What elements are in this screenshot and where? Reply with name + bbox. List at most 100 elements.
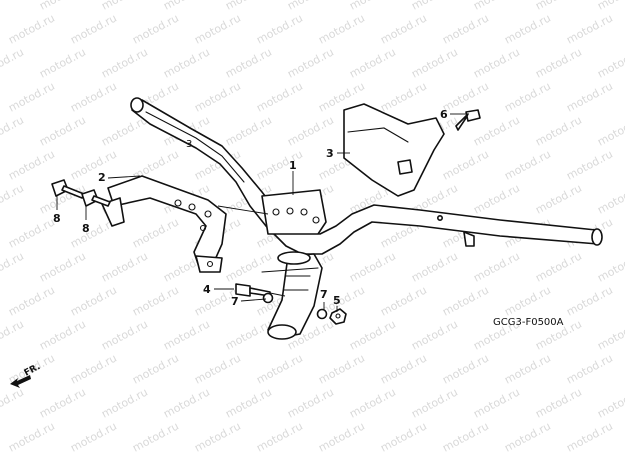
watermark-text: motod.ru (502, 283, 553, 318)
watermark-text: motod.ru (192, 11, 243, 46)
callout-1: 1 (289, 159, 297, 172)
watermark-text: motod.ru (502, 351, 553, 386)
bolt-6 (455, 109, 481, 131)
watermark-text: motod.ru (564, 11, 615, 46)
watermark-text: motod.ru (347, 0, 398, 13)
watermark-text: motod.ru (440, 283, 491, 318)
watermark-text: motod.ru (595, 181, 625, 216)
watermark-text: motod.ru (409, 0, 460, 13)
watermark-text: motod.ru (502, 79, 553, 114)
handlebar-pipe: 3 (130, 97, 603, 255)
callout-8: 8 (82, 222, 90, 235)
watermark-text: motod.ru (285, 113, 336, 148)
watermark-text: motod.ru (161, 317, 212, 352)
watermark-text: motod.ru (440, 419, 491, 454)
watermark-text: motod.ru (130, 215, 181, 250)
watermark-text: motod.ru (378, 351, 429, 386)
watermark-text: motod.ru (595, 317, 625, 352)
watermark-text: motod.ru (37, 45, 88, 80)
diagram-code: GCG3-F0500A (493, 317, 564, 328)
watermark-text: motod.ru (0, 113, 26, 148)
watermark-text: motod.ru (6, 147, 57, 182)
watermark-text: motod.ru (223, 0, 274, 13)
watermark-text: motod.ru (378, 79, 429, 114)
watermark-text: motod.ru (37, 317, 88, 352)
watermark-text: motod.ru (316, 419, 367, 454)
watermark-text: motod.ru (0, 45, 26, 80)
watermark-text: motod.ru (533, 385, 584, 420)
watermark-text: motod.ru (254, 419, 305, 454)
watermark-text: motod.ru (471, 45, 522, 80)
watermark-text: motod.ru (316, 11, 367, 46)
watermark-text: motod.ru (68, 283, 119, 318)
callout-5: 5 (333, 294, 341, 307)
watermark-text: motod.ru (347, 249, 398, 284)
callout-8: 8 (53, 212, 61, 225)
mount-bracket (101, 175, 269, 273)
watermark-text: motod.ru (595, 249, 625, 284)
callout-2: 2 (98, 171, 106, 184)
watermark-text: motod.ru (471, 249, 522, 284)
callout-7: 7 (231, 295, 239, 308)
watermark-text: motod.ru (192, 351, 243, 386)
clamp-bracket (261, 189, 327, 235)
watermark-text: motod.ru (192, 79, 243, 114)
watermark-text: motod.ru (533, 249, 584, 284)
callout-4: 4 (203, 283, 211, 296)
watermark-text: motod.ru (595, 0, 625, 13)
bolt-8b (81, 189, 111, 207)
watermark-text: motod.ru (347, 385, 398, 420)
watermark-text: motod.ru (564, 147, 615, 182)
watermark-text: motod.ru (0, 181, 26, 216)
watermark-text: motod.ru (6, 419, 57, 454)
watermark-text: motod.ru (316, 351, 367, 386)
watermark-text: motod.ru (564, 283, 615, 318)
watermark-text: motod.ru (68, 419, 119, 454)
watermark-text: motod.ru (99, 317, 150, 352)
callout-6: 6 (440, 108, 448, 121)
watermark-text: motod.ru (99, 249, 150, 284)
watermark-text: motod.ru (347, 317, 398, 352)
watermark-text: motod.ru (6, 215, 57, 250)
watermark-text: motod.ru (440, 147, 491, 182)
watermark-text: motod.ru (223, 113, 274, 148)
nut-5 (329, 308, 347, 325)
watermark-text: motod.ru (130, 419, 181, 454)
watermark-text: motod.ru (6, 11, 57, 46)
watermark-text: motod.ru (99, 0, 150, 13)
watermark-text: motod.ru (440, 351, 491, 386)
watermark-text: motod.ru (130, 11, 181, 46)
watermark-text: motod.ru (0, 385, 26, 420)
watermark-text: motod.ru (0, 317, 26, 352)
watermark-text: motod.ru (285, 0, 336, 13)
watermark-text: motod.ru (378, 11, 429, 46)
watermark-text: motod.ru (533, 113, 584, 148)
watermark-text: motod.ru (409, 317, 460, 352)
watermark-text: motod.ru (6, 79, 57, 114)
watermark-text: motod.ru (161, 0, 212, 13)
arrow-left-icon (10, 375, 31, 388)
watermark-text: motod.ru (254, 147, 305, 182)
watermark-text: motod.ru (378, 283, 429, 318)
bolt-4 (235, 283, 286, 297)
callout-3: 3 (326, 147, 334, 160)
watermark-text: motod.ru (409, 385, 460, 420)
watermark-text: motod.ru (254, 351, 305, 386)
handle-stem (261, 251, 323, 340)
watermark-text: motod.ru (223, 317, 274, 352)
watermark-text: motod.ru (6, 283, 57, 318)
washer-7b (316, 308, 328, 320)
watermark-text: motod.ru (502, 419, 553, 454)
watermark-text: motod.ru (564, 79, 615, 114)
watermark-text: motod.ru (471, 385, 522, 420)
watermark-text: motod.ru (254, 11, 305, 46)
watermark-text: motod.ru (37, 385, 88, 420)
watermark-text: motod.ru (68, 11, 119, 46)
watermark-text: motod.ru (471, 0, 522, 13)
watermark-text: motod.ru (440, 79, 491, 114)
watermark-text: motod.ru (223, 385, 274, 420)
watermark-text: motod.ru (285, 45, 336, 80)
bolt-8a (51, 179, 85, 199)
watermark-text: motod.ru (409, 249, 460, 284)
